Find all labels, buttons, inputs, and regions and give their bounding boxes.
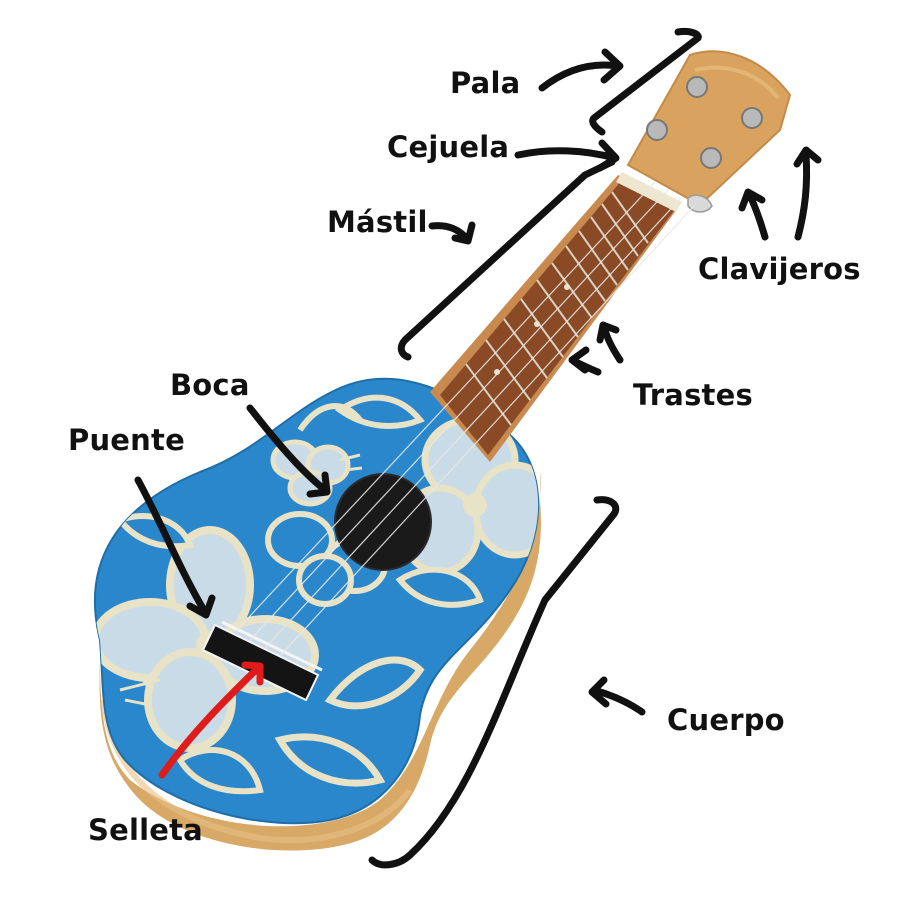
annotation-strokes <box>134 28 822 869</box>
label-puente: Puente <box>68 423 185 457</box>
label-boca: Boca <box>170 368 250 402</box>
boca-arrow-icon <box>246 404 331 498</box>
clavijeros-arrow-1-icon <box>738 188 769 241</box>
strings <box>234 181 695 657</box>
trastes-arrow-1-icon <box>596 321 624 364</box>
trastes-arrow-2-icon <box>568 346 602 376</box>
label-trastes: Trastes <box>633 378 753 412</box>
label-cuerpo: Cuerpo <box>667 703 785 737</box>
label-selleta: Selleta <box>88 813 203 847</box>
headstock <box>626 50 792 213</box>
mastil-arrow-icon <box>428 221 476 245</box>
puente-arrow-icon <box>134 476 216 619</box>
bridge <box>201 620 323 702</box>
tuning-peg-icon <box>646 76 763 213</box>
fretboard <box>440 180 676 455</box>
label-mastil: Mástil <box>327 205 428 239</box>
body-bracket <box>368 496 620 869</box>
selleta-arrow-icon <box>158 661 264 779</box>
label-pala: Pala <box>450 66 521 100</box>
clavijeros-arrow-2-icon <box>793 146 822 241</box>
ukulele-body-top <box>93 377 540 825</box>
label-cejuela: Cejuela <box>387 130 510 164</box>
label-clavijeros: Clavijeros <box>698 252 861 286</box>
pala-arrow-icon <box>538 48 624 92</box>
headstock-bracket <box>589 28 702 136</box>
neck <box>430 175 680 462</box>
nut <box>616 172 682 212</box>
soundhole <box>334 473 432 571</box>
cuerpo-arrow-icon <box>588 676 646 716</box>
neck-bracket <box>397 158 616 361</box>
